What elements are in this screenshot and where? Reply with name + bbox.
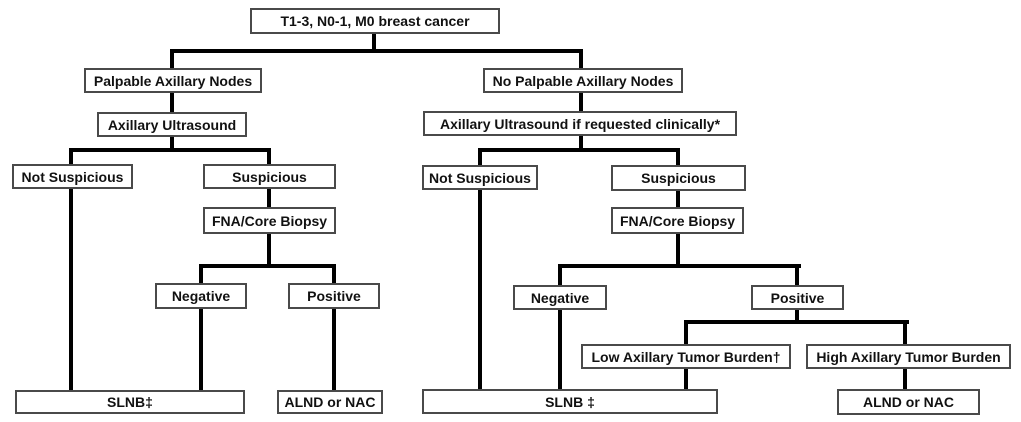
node-palpable-axillary-nodes: Palpable Axillary Nodes [84,68,262,93]
connector-line [579,93,583,111]
connector-line [170,137,174,152]
connector-line [684,369,688,391]
connector-line [199,264,203,283]
node-alnd-or-nac-left: ALND or NAC [277,390,383,414]
node-axillary-ultrasound-left: Axillary Ultrasound [97,112,247,137]
node-high-axillary-tumor-burden: High Axillary Tumor Burden [806,344,1011,369]
node-not-suspicious-right: Not Suspicious [422,165,538,190]
connector-line [267,189,271,207]
connector-line [558,264,801,268]
connector-line [903,320,907,344]
node-positive-right: Positive [751,285,844,310]
node-no-palpable-axillary-nodes: No Palpable Axillary Nodes [483,68,683,93]
connector-line [579,136,583,152]
node-slnb-right: SLNB ‡ [422,389,718,414]
node-low-axillary-tumor-burden: Low Axillary Tumor Burden† [581,344,791,369]
connector-line [676,234,680,268]
connector-line [676,191,680,207]
connector-line [478,148,680,152]
connector-line [903,369,907,391]
node-negative-left: Negative [155,283,247,309]
node-suspicious-left: Suspicious [203,164,336,189]
node-axillary-ultrasound-right: Axillary Ultrasound if requested clinica… [423,111,737,136]
node-root-breast-cancer: T1-3, N0-1, M0 breast cancer [250,8,500,34]
connector-line [558,310,562,391]
connector-line [69,148,73,164]
connector-line [684,320,688,344]
connector-line [579,49,583,68]
connector-line [332,309,336,392]
node-slnb-left: SLNB‡ [15,390,245,414]
connector-line [332,264,336,283]
node-negative-right: Negative [513,285,607,310]
node-fna-core-biopsy-left: FNA/Core Biopsy [203,207,336,234]
connector-line [267,234,271,268]
node-fna-core-biopsy-right: FNA/Core Biopsy [611,207,744,234]
connector-line [69,148,271,152]
connector-line [267,148,271,164]
connector-line [795,310,799,324]
connector-line [372,34,376,53]
connector-line [478,190,482,391]
connector-line [478,148,482,165]
node-alnd-or-nac-right: ALND or NAC [837,389,980,415]
connector-line [170,49,174,68]
node-suspicious-right: Suspicious [611,165,746,191]
connector-line [170,49,583,53]
node-not-suspicious-left: Not Suspicious [12,164,133,189]
connector-line [676,148,680,165]
connector-line [558,264,562,285]
connector-line [69,189,73,392]
connector-line [199,264,336,268]
connector-line [170,93,174,112]
connector-line [199,309,203,392]
connector-line [795,264,799,285]
node-positive-left: Positive [288,283,380,309]
connector-line [684,320,909,324]
